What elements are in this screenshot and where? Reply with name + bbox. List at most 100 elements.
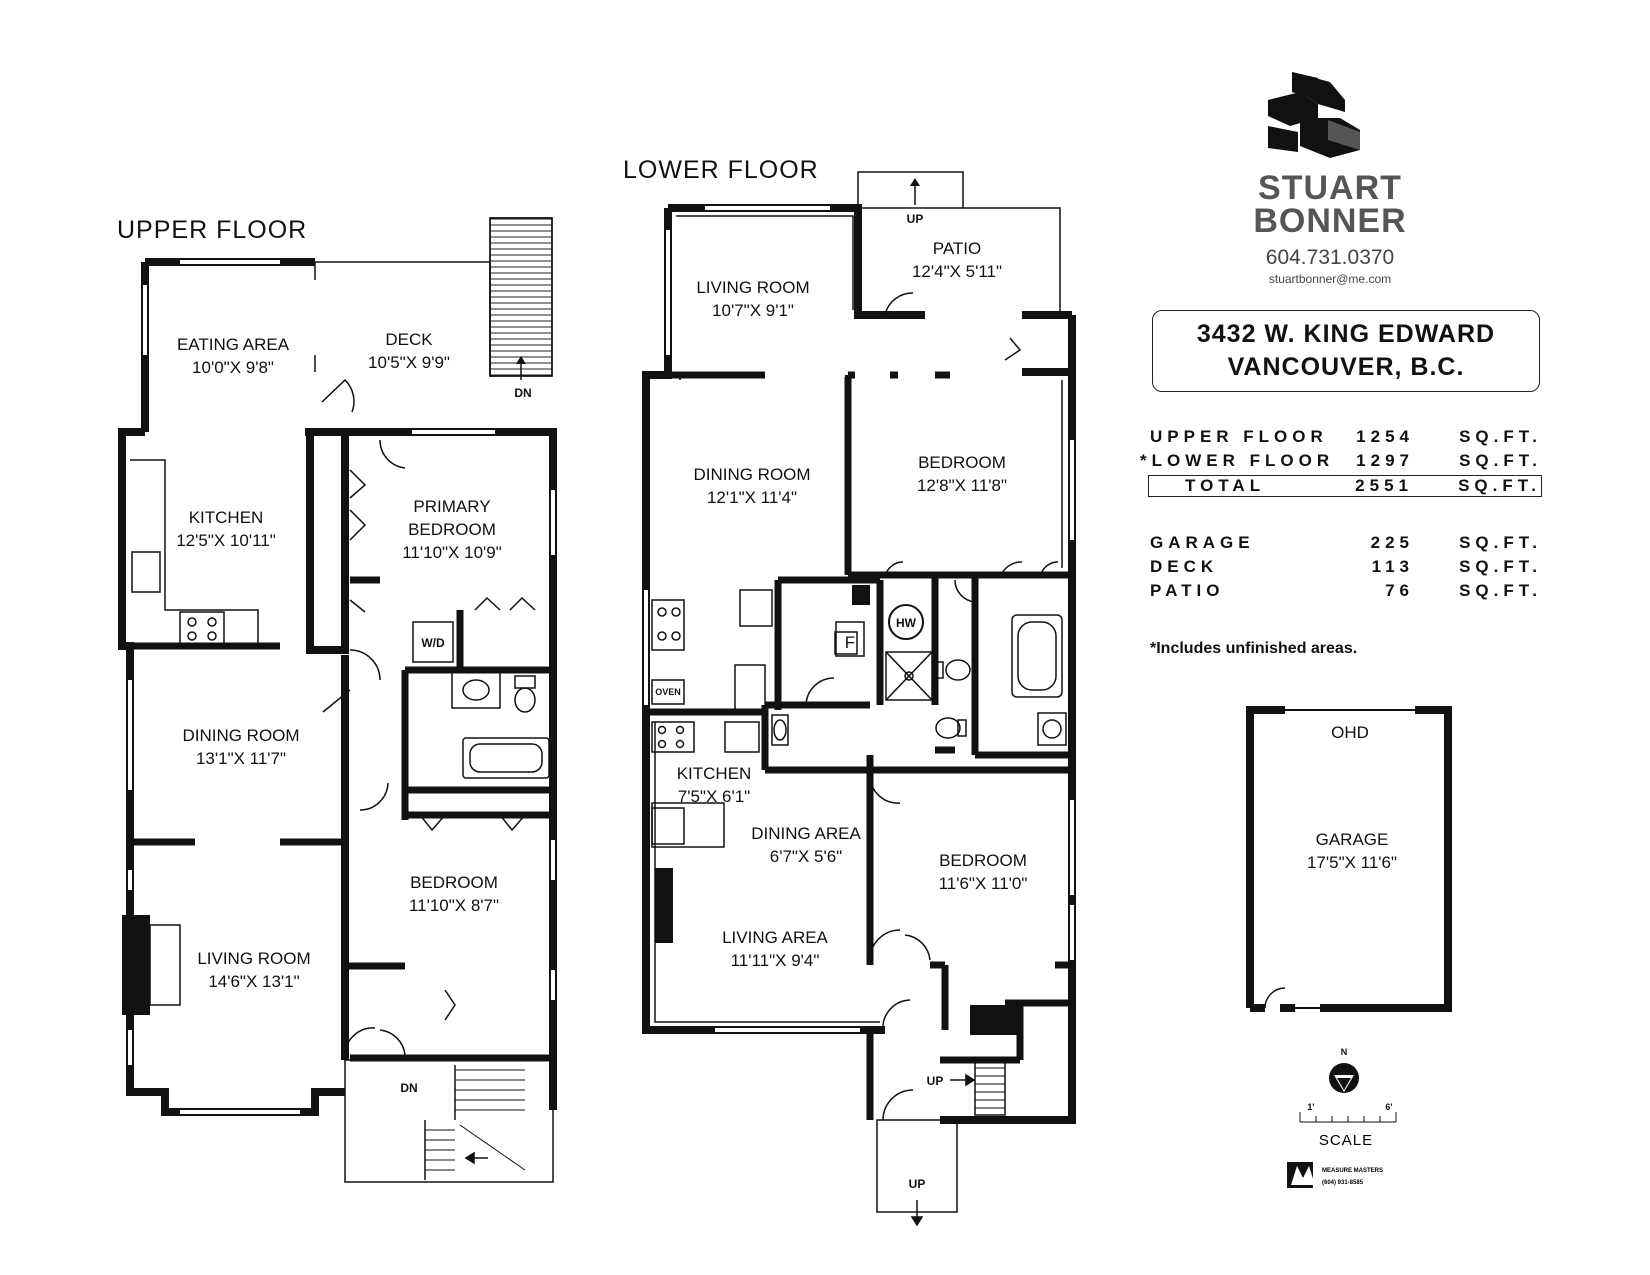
upper-fireplace [122,915,150,1015]
lower-room-labels: PATIO 12'4"X 5'11" LIVING ROOM 10'7"X 9'… [677,239,1028,970]
area-value: 76 [1385,581,1414,600]
upper-floor-plan: UPPER FLOOR [117,216,557,1183]
lower-exterior-walls [642,204,1076,1124]
lower-windows [644,206,1074,1032]
brand-name-line1: STUART [1258,169,1402,207]
furnace-label: F [845,633,855,652]
room-primary-name: PRIMARY [413,497,490,516]
area-row: *LOWER FLOOR 1297 SQ.FT. [1140,451,1542,475]
lower-doors [805,292,1059,1121]
room-patio-name: PATIO [933,239,982,258]
lower-block [970,1005,1020,1035]
room-patio-dims: 12'4"X 5'11" [912,262,1002,281]
lower-back-stairs [950,1059,1006,1116]
area-value: 2551 [1355,476,1413,495]
room-living-name: LIVING ROOM [197,949,310,968]
unfinished-note: *Includes unfinished areas. [1150,640,1358,657]
room-lower-dining-dims: 12'1"X 11'4" [707,488,797,507]
area-unit: SQ.FT. [1459,557,1542,576]
measure-phone: (604) 931-8585 [1322,1180,1364,1186]
brand-block: STUART BONNER 604.731.0370 stuartbonner@… [1230,169,1430,286]
hw-label: HW [896,616,917,630]
area-label: DECK [1150,557,1219,576]
measure-masters-logo: MEASURE MASTERS (604) 931-8585 [1287,1162,1383,1188]
area-unit: SQ.FT. [1458,476,1541,495]
lower-floor-title: LOWER FLOOR [623,156,819,184]
room-primary-dims: 11'10"X 10'9" [402,543,502,562]
room-dining-name: DINING ROOM [182,726,299,745]
scale-start: 1' [1307,1102,1314,1112]
stacked-s-logo-icon [1268,72,1360,158]
area-row: DECK 113 SQ.FT. [1148,557,1542,581]
garage-door-label: OHD [1331,723,1369,742]
brand-name-line2: BONNER [1253,202,1407,240]
lower-kitchen-fixtures [651,589,858,848]
measure-brand: MEASURE MASTERS [1322,1168,1383,1174]
area-label: UPPER FLOOR [1150,427,1328,446]
dn-stairs-label: DN [400,1081,417,1095]
room-deck-name: DECK [385,330,433,349]
room-living-area-dims: 11'11"X 9'4" [731,951,820,970]
furnace-block [852,585,870,605]
area-table-extra: GARAGE 225 SQ.FT. DECK 113 SQ.FT. PATIO … [1148,533,1542,605]
scale-bar: 1' 6' SCALE [1299,1102,1397,1149]
address-line2: VANCOUVER, B.C. [1227,353,1465,381]
lower-interior-walls [646,371,1072,1120]
area-row: PATIO 76 SQ.FT. [1148,581,1542,605]
upper-doors [321,378,406,1056]
scale-label: SCALE [1319,1132,1373,1149]
area-unit: SQ.FT. [1459,533,1542,552]
area-value: 225 [1370,533,1414,552]
area-unit: SQ.FT. [1459,451,1542,470]
room-primary-name2: BEDROOM [408,520,496,539]
brand-phone[interactable]: 604.731.0370 [1265,246,1395,269]
address-line1: 3432 W. KING EDWARD [1196,320,1496,348]
area-value: 1297 [1356,451,1414,470]
garage-name: GARAGE [1316,830,1389,849]
kitchen-counters [130,459,259,646]
room-dining-area-dims: 6'7"X 5'6" [770,847,842,866]
area-unit: SQ.FT. [1459,427,1542,446]
room-eating-area-name: EATING AREA [177,335,290,354]
hearth [149,924,181,1006]
garage-dims: 17'5"X 11'6" [1307,853,1397,872]
upper-interior-walls [130,576,553,1062]
room-bedroom-dims: 11'10"X 8'7" [409,896,499,915]
closet-doors [349,469,536,1021]
address-box: 3432 W. KING EDWARD VANCOUVER, B.C. [1152,310,1540,392]
room-lower-bedroom1-dims: 12'8"X 11'8" [917,476,1007,495]
upper-front-stairs [344,1059,554,1183]
area-row: GARAGE 225 SQ.FT. [1148,533,1542,557]
lower-floor-plan: LOWER FLOOR [623,156,1076,1227]
compass-label: N [1341,1047,1348,1057]
patio-outline [857,171,1061,315]
upper-room-labels: EATING AREA 10'0"X 9'8" DECK 10'5"X 9'9"… [176,330,502,991]
room-dining-area-name: DINING AREA [751,824,861,843]
room-living-dims: 14'6"X 13'1" [208,972,299,991]
room-kitchen-name: KITCHEN [189,508,264,527]
lower-finish-lines [654,215,1063,1023]
up-patio-label: UP [907,212,924,226]
area-unit: SQ.FT. [1459,581,1542,600]
room-kitchen-dims: 12'5"X 10'11" [176,531,276,550]
room-lower-bedroom2-dims: 11'6"X 11'0" [939,874,1028,893]
north-arrow-icon: N [1329,1047,1359,1093]
furnace [835,621,865,657]
room-deck-dims: 10'5"X 9'9" [368,353,450,372]
washer-dryer [412,621,454,663]
area-label: TOTAL [1185,476,1266,495]
brand-email[interactable]: stuartbonner@me.com [1268,272,1392,286]
dn-deck-label: DN [514,386,531,400]
room-dining-dims: 13'1"X 11'7" [196,749,286,768]
area-value: 1254 [1356,427,1414,446]
area-row: UPPER FLOOR 1254 SQ.FT. [1148,427,1542,451]
scale-end: 6' [1385,1102,1392,1112]
area-label: PATIO [1150,581,1225,600]
wd-label: W/D [421,636,445,650]
area-label: *LOWER FLOOR [1140,451,1335,470]
room-lower-bedroom1-name: BEDROOM [918,453,1006,472]
room-bedroom-name: BEDROOM [410,873,498,892]
room-lower-living-name: LIVING ROOM [696,278,809,297]
room-lower-kitchen-dims: 7'5"X 6'1" [678,787,750,806]
